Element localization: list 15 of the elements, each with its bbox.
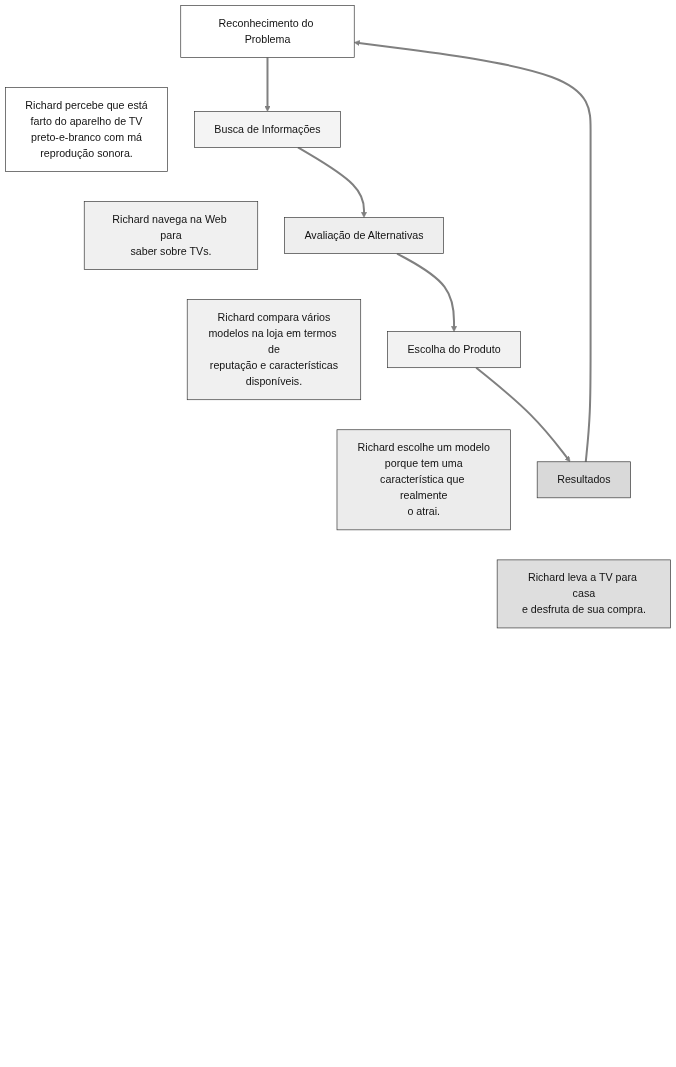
- node-box: Resultados: [536, 461, 631, 499]
- node-box: Avaliação de Alternativas: [284, 217, 444, 254]
- node-box: Richard leva a TV para casa e desfruta de sua compra.: [496, 559, 671, 629]
- node-box: Richard compara vários modelos na loja em termos de reputação e características disponíveis.: [186, 299, 362, 401]
- arrow: [264, 56, 271, 112]
- node-box: Escolha do Produto: [387, 331, 521, 369]
- node-box: Richard escolhe um modelo porque tem uma característica que realmente o atrai.: [336, 429, 511, 531]
- node-box: Richard percebe que está farto do aparelho de TV preto-e-branco com má reprodução sonora.: [5, 87, 168, 172]
- node-box: Richard navega na Web para saber sobre TVs.: [83, 201, 259, 270]
- arrow: [296, 146, 367, 218]
- arrow: [475, 366, 571, 463]
- arrow: [396, 252, 457, 332]
- arrow: [353, 40, 592, 463]
- node-box: Busca de Informações: [194, 111, 341, 148]
- node-box: Reconhecimento do Problema: [180, 5, 355, 58]
